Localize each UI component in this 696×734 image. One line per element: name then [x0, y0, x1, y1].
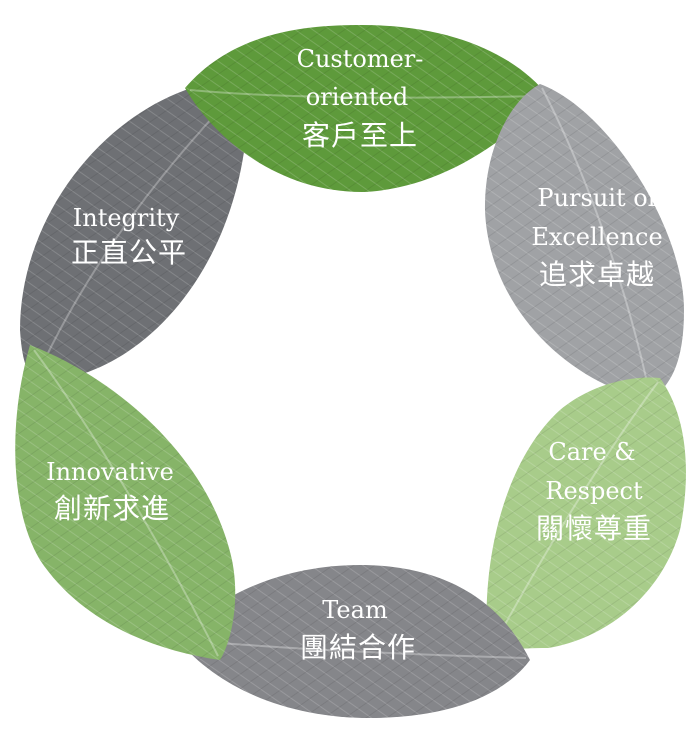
leaf-integrity-label-en: Integrity — [73, 204, 180, 232]
leaf-pursuit-of-excellence: Pursuit of Excellence 追求卓越 — [484, 84, 684, 400]
leaf-excellence-midrib — [541, 87, 651, 397]
leaf-team-texture-2 — [178, 565, 530, 718]
leaf-integrity-label-zh: 正直公平 — [71, 236, 187, 269]
leaf-excellence-label-en-2: Excellence — [531, 223, 662, 251]
leaf-customer-oriented: Customer- oriented 客戶至上 — [185, 25, 548, 192]
leaf-care-texture-2 — [486, 377, 686, 652]
leaf-integrity-texture-2 — [20, 78, 249, 382]
leaf-innovative-label-zh: 創新求進 — [54, 492, 170, 525]
leaf-innovative-midrib — [33, 349, 219, 657]
leaf-care-label-zh: 關懷尊重 — [536, 512, 652, 545]
leaf-innovative-texture-2 — [15, 345, 236, 660]
leaf-customer-label-zh: 客戶至上 — [302, 119, 418, 152]
leaf-care-midrib — [491, 381, 659, 649]
leaf-customer-label-en-2: oriented — [306, 83, 408, 111]
leaf-team-midrib — [181, 639, 527, 659]
leaf-excellence-texture-2 — [484, 84, 684, 400]
leaf-customer-texture-2 — [185, 25, 548, 192]
leaf-customer-label-en-1: Customer- — [297, 45, 424, 73]
leaf-customer-midrib — [189, 89, 546, 99]
leaf-team-label-en: Team — [322, 596, 388, 624]
leaf-integrity: Integrity 正直公平 — [20, 78, 249, 382]
leaf-excellence-label-zh: 追求卓越 — [539, 258, 655, 291]
leaf-excellence-label-en-1: Pursuit of — [537, 184, 658, 212]
leaf-innovative-label-en: Innovative — [46, 458, 174, 486]
leaf-care-and-respect: Care & Respect 關懷尊重 — [486, 377, 686, 652]
leaf-team: Team 團結合作 — [178, 565, 530, 718]
leaf-care-label-en-1: Care & — [548, 438, 635, 466]
leaf-care-label-en-2: Respect — [545, 477, 643, 505]
leaf-innovative: Innovative 創新求進 — [15, 345, 236, 660]
leaf-team-label-zh: 團結合作 — [300, 631, 416, 664]
